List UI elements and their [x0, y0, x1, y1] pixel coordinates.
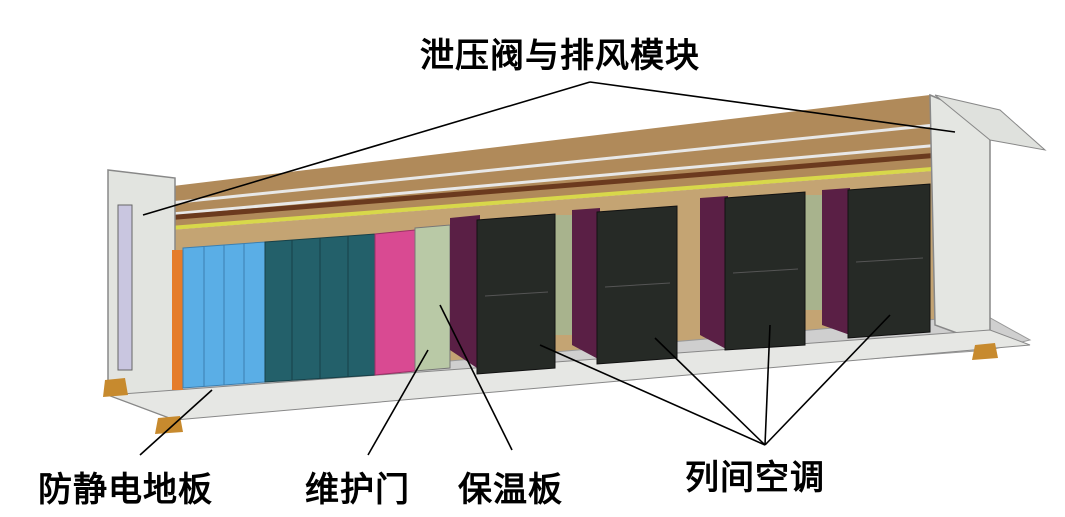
pink-cabinets [374, 229, 416, 376]
corner-foot [155, 416, 183, 434]
maintenance-door-glass [414, 224, 451, 372]
label-antistatic-floor: 防静电地板 [38, 470, 213, 510]
ceiling-panel [140, 95, 945, 230]
label-insulation-panel: 保温板 [458, 470, 563, 510]
left-end-door [117, 204, 133, 371]
label-maintenance-door: 维护门 [305, 470, 410, 510]
leader-lines [139, 81, 956, 456]
cable-tray [164, 152, 941, 221]
rack-gaps [555, 195, 822, 335]
blue-cabinets [182, 241, 266, 389]
bottom-beam [107, 329, 1031, 421]
corner-foot [103, 378, 128, 397]
ceiling-trusses [149, 123, 941, 217]
yellow-rail [169, 166, 946, 230]
orange-panel [172, 250, 183, 390]
right-open-door [934, 94, 1047, 151]
teal-cabinets [264, 233, 376, 383]
corner-foot [972, 343, 998, 360]
rack-door-lines [484, 257, 924, 297]
insulation-panels [450, 188, 850, 370]
label-inrow-ac: 列间空调 [685, 458, 825, 498]
label-vent-module: 泄压阀与排风模块 [420, 36, 700, 76]
